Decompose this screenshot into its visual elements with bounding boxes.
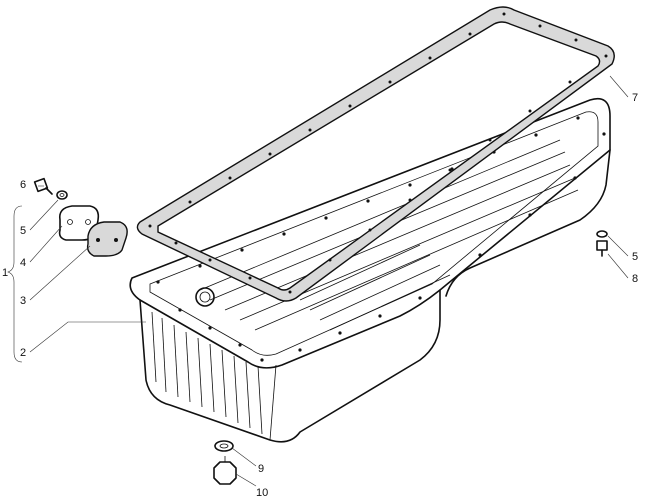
leader-lines <box>7 75 629 487</box>
callout-3: 3 <box>20 295 26 307</box>
callout-2: 2 <box>20 347 26 359</box>
pan-interior-ribs <box>199 139 579 331</box>
gasket-holes <box>148 12 608 294</box>
cover-gasket-part-3 <box>86 221 128 257</box>
callout-8: 8 <box>632 273 638 285</box>
callout-7: 7 <box>632 92 638 104</box>
callout-6: 6 <box>20 179 26 191</box>
bolt-part-6 <box>33 177 53 195</box>
bolt-part-8 <box>596 240 608 257</box>
callout-9: 9 <box>258 463 264 475</box>
washer-part-5-right <box>596 230 608 238</box>
callout-10: 10 <box>256 487 268 499</box>
callout-5-right: 5 <box>632 251 638 263</box>
drain-plug-part-10 <box>213 456 237 485</box>
oil-pan <box>129 97 611 443</box>
callout-5-left: 5 <box>20 225 26 237</box>
pan-wall-shading <box>151 311 263 435</box>
callout-4: 4 <box>20 257 26 269</box>
washer-part-5 <box>56 190 68 200</box>
drain-washer-part-9 <box>214 440 234 452</box>
callout-1: 1 <box>2 267 8 279</box>
pan-gasket <box>136 6 615 302</box>
